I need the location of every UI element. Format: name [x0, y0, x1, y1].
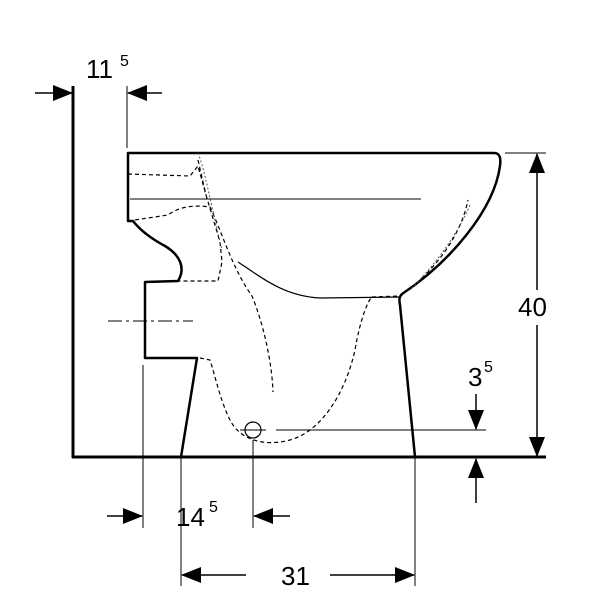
dim-label-outlet-from-wall: 14: [176, 502, 205, 532]
dim-label-outlet-height: 3: [468, 362, 482, 392]
dim-label-wall-offset-sup: 5: [120, 53, 129, 70]
dim-label-height: 40: [518, 292, 547, 322]
hidden-lines: [127, 159, 469, 444]
dim-label-wall-offset: 11: [86, 54, 113, 84]
hidden-bowl-outline: [197, 152, 471, 291]
dim-label-outlet-height-sup: 5: [484, 359, 493, 376]
dim-label-outlet-from-wall-sup: 5: [209, 499, 218, 516]
bowl-water-curve: [237, 261, 401, 299]
dim-label-base-depth: 31: [281, 561, 310, 591]
